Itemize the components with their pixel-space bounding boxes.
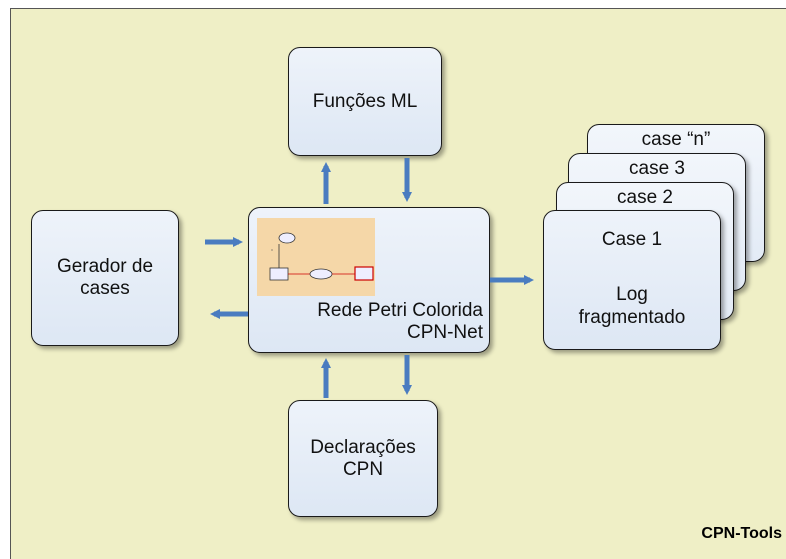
case-n-label: case “n”: [641, 129, 711, 150]
case-1-log-line2: fragmentado: [578, 307, 686, 328]
case-1-card: Case 1 Log fragmentado: [543, 210, 721, 350]
funcoes-ml-box: Funções ML: [288, 47, 442, 156]
rede-petri-box: Rede Petri Colorida CPN-Net: [248, 207, 490, 353]
petri-net-diagram-icon: [269, 232, 374, 281]
case-2-label: case 2: [617, 187, 673, 208]
rede-petri-label: Rede Petri Colorida CPN-Net: [317, 300, 483, 344]
declaracoes-cpn-box: Declarações CPN: [288, 400, 438, 517]
case-3-label: case 3: [629, 158, 685, 179]
rede-label-line1: Rede Petri Colorida: [317, 300, 483, 321]
footer-label: CPN-Tools: [701, 525, 782, 542]
case-1-log-line1: Log: [616, 284, 648, 305]
gerador-label-line1: Gerador de: [56, 256, 154, 277]
case-1-title: Case 1: [601, 229, 663, 250]
gerador-cases-box: Gerador de cases: [31, 210, 179, 346]
petri-net-thumbnail: [257, 218, 375, 296]
case-1-log-label: Log fragmentado: [544, 283, 720, 329]
funcoes-ml-label: Funções ML: [312, 90, 418, 112]
declaracoes-label-line1: Declarações: [310, 436, 416, 458]
connector-arrows: [205, 158, 534, 398]
declaracoes-label-line2: CPN: [342, 458, 384, 480]
rede-label-line2: CPN-Net: [406, 322, 483, 343]
gerador-label-line2: cases: [80, 278, 130, 299]
